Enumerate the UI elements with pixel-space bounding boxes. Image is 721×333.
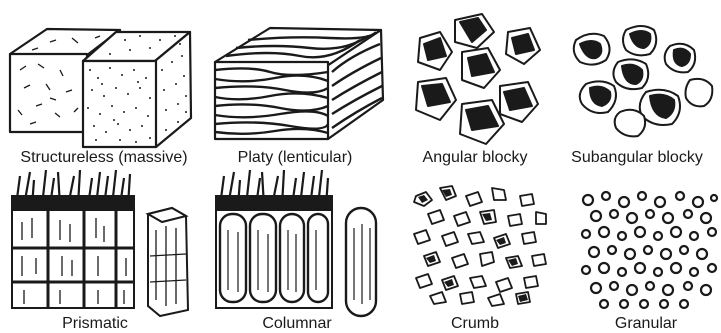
prismatic-icon [12,170,188,316]
label-structureless-massive: Structureless (massive) [20,149,187,167]
label-subangular-blocky: Subangular blocky [571,149,703,167]
granular-icon [582,192,717,308]
label-platy-lenticular: Platy (lenticular) [238,149,353,167]
label-prismatic: Prismatic [62,315,128,333]
label-columnar: Columnar [262,315,331,333]
platy-lenticular-icon [215,28,383,139]
label-granular: Granular [615,315,677,333]
label-crumb: Crumb [451,315,499,333]
label-angular-blocky: Angular blocky [423,149,528,167]
angular-blocky-icon [416,14,540,144]
structureless-massive-icon [10,29,191,147]
subangular-blocky-icon [574,26,713,136]
columnar-icon [216,170,376,316]
crumb-icon [414,186,546,306]
